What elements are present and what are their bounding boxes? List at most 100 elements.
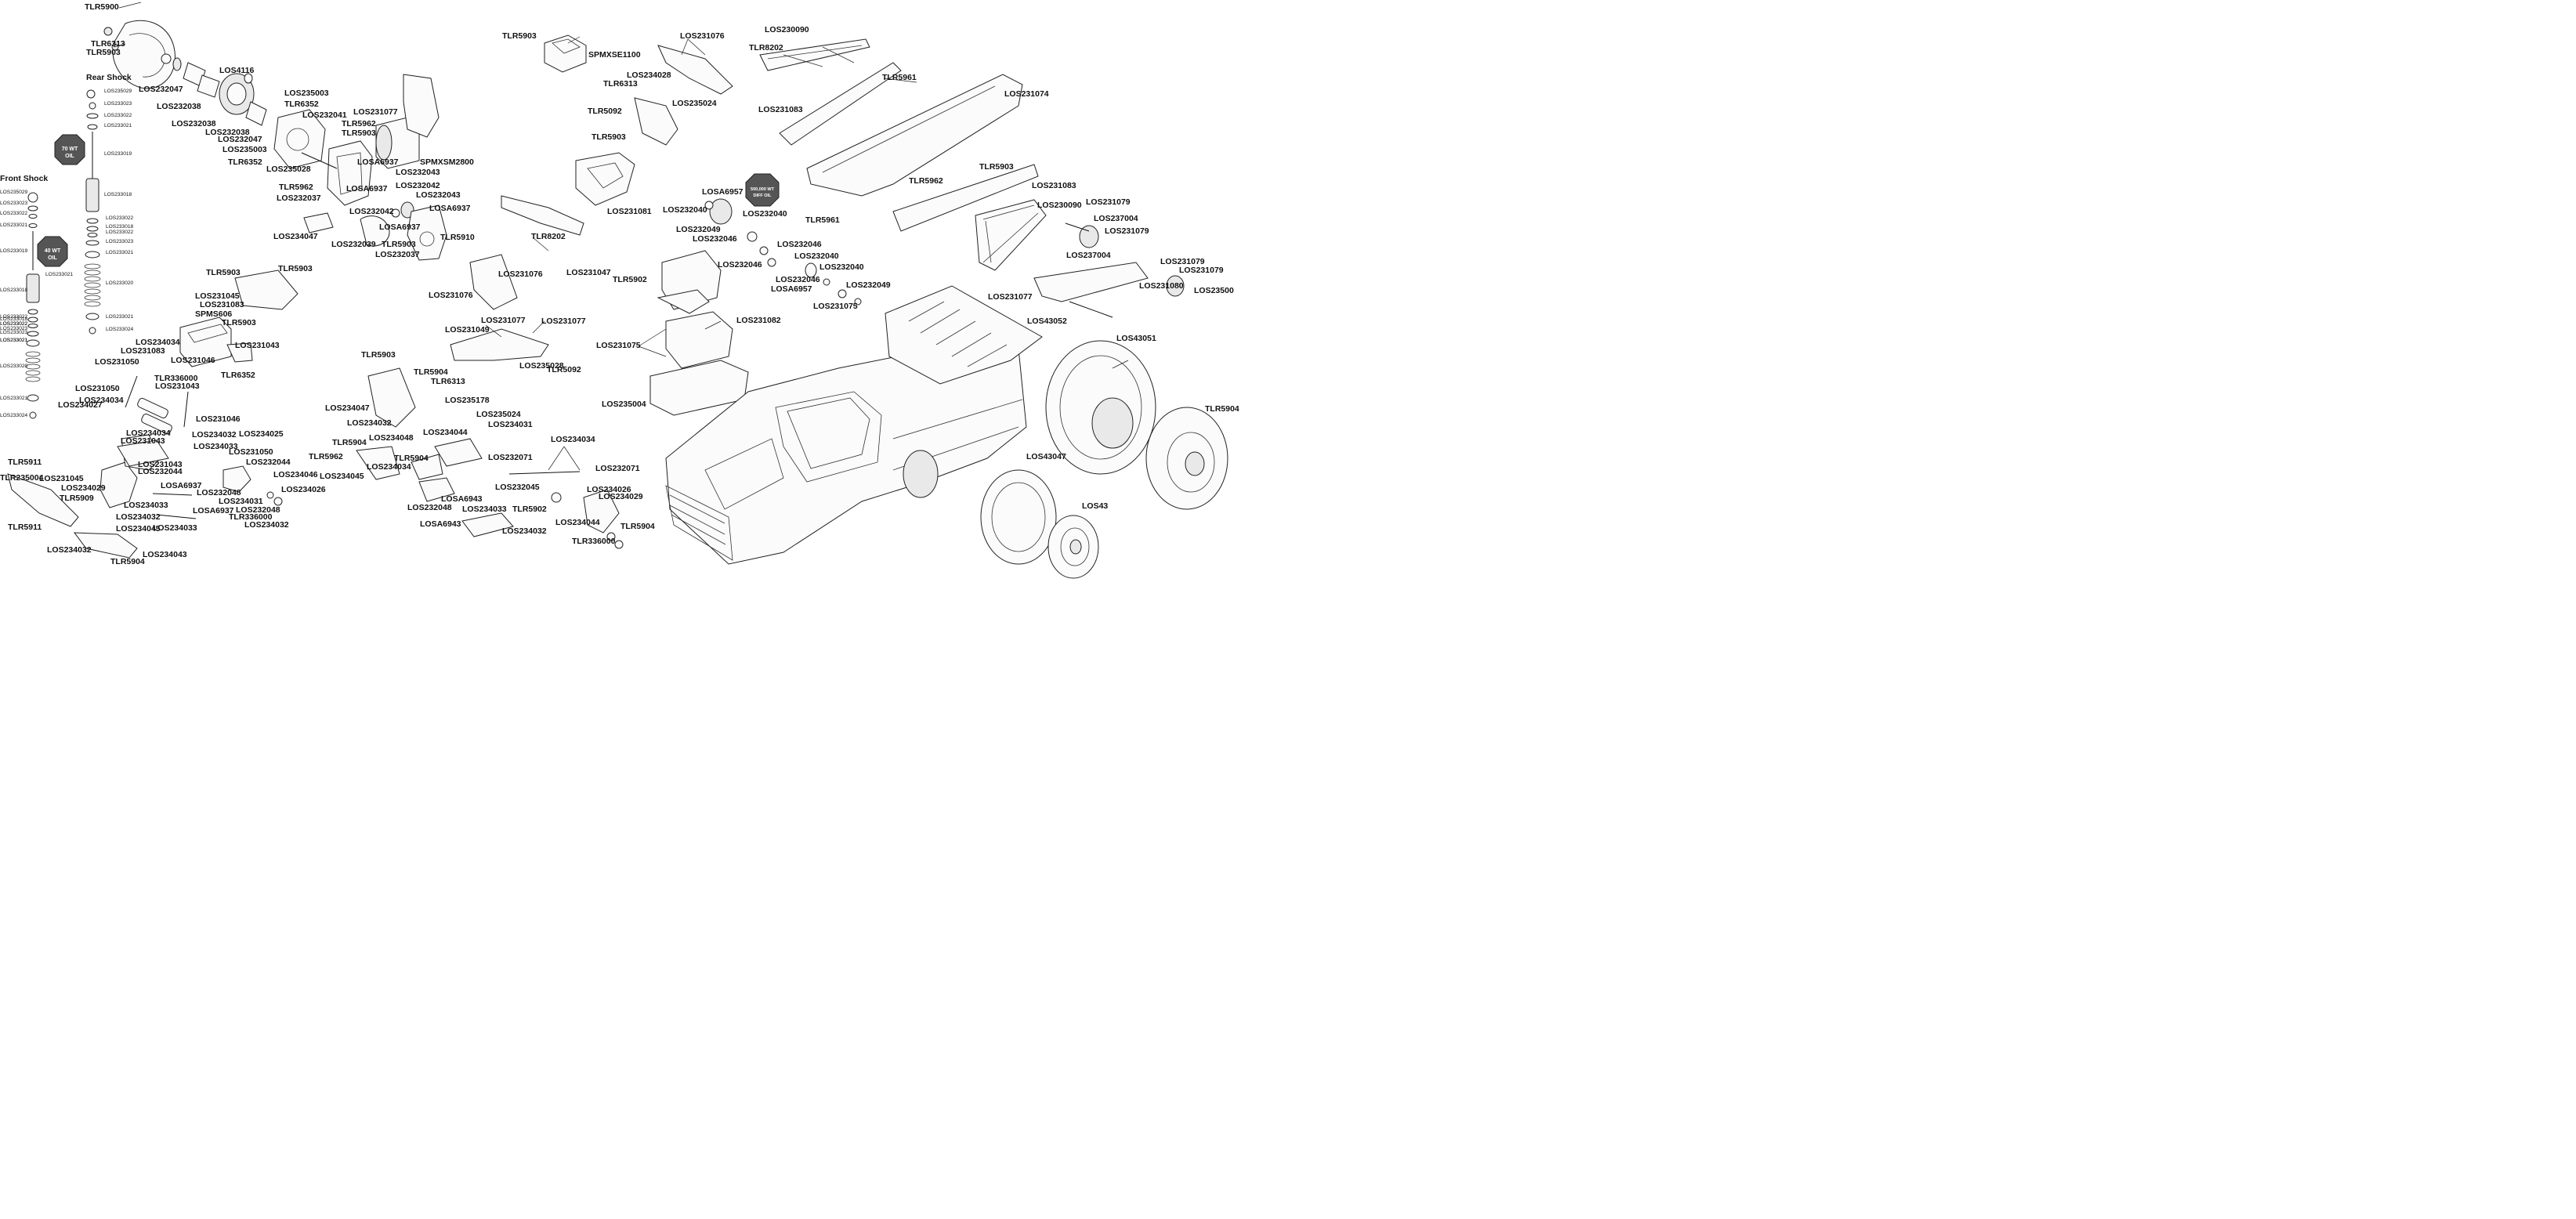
part-number-label: LOS234032 [192, 430, 237, 439]
part-number-label: LOS231043 [121, 436, 165, 446]
part-number-label: TLR5904 [414, 367, 448, 377]
part-number-label: TLR5903 [979, 162, 1014, 172]
part-number-label: LOS234047 [325, 403, 370, 413]
part-number-label: LOS231049 [445, 325, 490, 335]
part-number-label: LOS234044 [423, 428, 468, 437]
part-number-label: TLR5902 [613, 275, 647, 284]
part-number-label: TLR336000 [154, 374, 198, 383]
oil-badge-rear: 70 WT OIL [54, 134, 85, 165]
part-number-label: TLR5903 [222, 318, 256, 327]
part-number-label: TLR5903 [382, 240, 416, 249]
part-number-label: LOS231045 [195, 291, 240, 301]
part-number-label: LOS235028 [519, 361, 564, 371]
gearbox-case-right [407, 204, 447, 261]
part-number-label: TLR5904 [1205, 404, 1239, 414]
front-shock-heading: Front Shock [0, 174, 49, 183]
part-number-label: TLR235004 [0, 473, 44, 483]
part-number-label: LOS231047 [566, 268, 611, 277]
part-number-label: LOSA6937 [193, 506, 234, 515]
transmission-parts [103, 20, 447, 261]
part-number-label: LOS234033 [153, 523, 197, 533]
part-number-label: LOS231076 [680, 31, 725, 41]
shock-part-label: LOS233021 [45, 272, 74, 277]
part-number-label: LOS232048 [197, 488, 241, 497]
front-tire [980, 469, 1057, 565]
rear-arm-lower [461, 512, 514, 537]
servo-mount [234, 269, 298, 310]
shock-part-label: LOS233018 [0, 288, 28, 293]
part-number-label: LOS231043 [138, 460, 183, 469]
part-number-label: LOS234033 [194, 442, 238, 451]
part-number-label: TLR5904 [394, 454, 429, 463]
part-number-label: LOS235028 [266, 165, 311, 174]
shock-part-label: LOS233022 [106, 230, 134, 235]
hub-carrier [367, 367, 416, 428]
front-shock [25, 192, 41, 419]
arm-link [434, 438, 483, 467]
part-number-label: TLR6352 [228, 157, 262, 167]
shock-part-label: LOS233022 [0, 321, 28, 327]
part-number-label: LOS231083 [200, 300, 244, 309]
part-number-label: LOS232041 [302, 110, 347, 120]
oil-badge-front: 40 WT OIL [37, 236, 68, 267]
part-number-label: TLR5961 [882, 73, 917, 82]
shock-part-label: LOS233021 [106, 314, 134, 320]
part-number-label: LOS234029 [599, 492, 643, 501]
part-number-label: LOS235024 [672, 99, 717, 108]
rear-hub [583, 489, 620, 534]
part-number-label: TLR5904 [332, 438, 367, 447]
rear-arm-assembly [975, 199, 1185, 318]
part-number-label: LOS231046 [196, 414, 241, 424]
part-number-label: TLR5962 [909, 176, 943, 186]
shock-part-label: LOS233021 [106, 250, 134, 255]
part-number-label: TLR5092 [588, 107, 622, 116]
wheel-well [903, 450, 939, 498]
part-number-label: LOS232049 [676, 225, 721, 234]
shock-part-label: LOS233018 [104, 192, 132, 197]
part-number-label: LOS231046 [171, 356, 215, 365]
servo-saver [226, 342, 253, 363]
shock-part-label: LOS233020 [106, 280, 134, 286]
part-number-label: LOS234034 [79, 396, 124, 405]
part-number-label: TLR5903 [206, 268, 241, 277]
exploded-parts-diagram: 70 WT OIL 40 WT OIL 500,000 WT DIFF OIL [0, 0, 1239, 581]
part-number-label: LOS232044 [138, 467, 183, 476]
esc-and-towers [501, 34, 733, 236]
turnbuckle [508, 471, 581, 475]
shim-plate [245, 101, 267, 126]
part-number-label: LOS234026 [587, 485, 631, 494]
part-number-label: LOS231043 [235, 341, 280, 350]
part-number-label: LOS232039 [331, 240, 376, 249]
part-number-label: LOS231075 [813, 302, 858, 311]
part-number-label: LOS234046 [273, 470, 318, 479]
part-number-label: LOS231083 [121, 346, 165, 356]
gear-cover-detail [128, 33, 166, 78]
truck-body [665, 285, 1043, 565]
shock-part-label: LOS233018 [0, 317, 28, 322]
part-number-label: LOS231076 [498, 269, 543, 279]
part-number-label: LOS43 [1082, 501, 1109, 511]
part-number-label: LOS231050 [95, 357, 139, 367]
part-number-label: LOS235178 [445, 396, 490, 405]
part-number-label: LOS234031 [219, 497, 263, 506]
shock-part-label: LOS233019 [104, 151, 132, 157]
part-number-label: LOS234032 [116, 512, 161, 522]
part-number-label: LOS234045 [320, 472, 364, 481]
pinion [244, 73, 253, 84]
grille [665, 485, 733, 561]
front-arm [7, 473, 79, 527]
rear-arm [450, 328, 549, 361]
part-number-label: LOSA6937 [429, 204, 471, 213]
part-number-label: LOS232071 [488, 453, 533, 462]
part-number-label: SPMXSM2800 [420, 157, 474, 167]
part-number-label: LOS232047 [139, 85, 183, 94]
part-number-label: LOS234025 [239, 429, 284, 439]
part-number-label: LOS232042 [349, 207, 394, 216]
chassis-brace [759, 38, 870, 71]
part-number-label: LOS232040 [743, 209, 787, 219]
part-number-label: TLR5903 [278, 264, 313, 273]
part-number-label: TLR5962 [309, 452, 343, 461]
front-arm [356, 446, 400, 480]
part-number-label: LOS234034 [136, 338, 180, 347]
gearbox-case [327, 140, 373, 206]
